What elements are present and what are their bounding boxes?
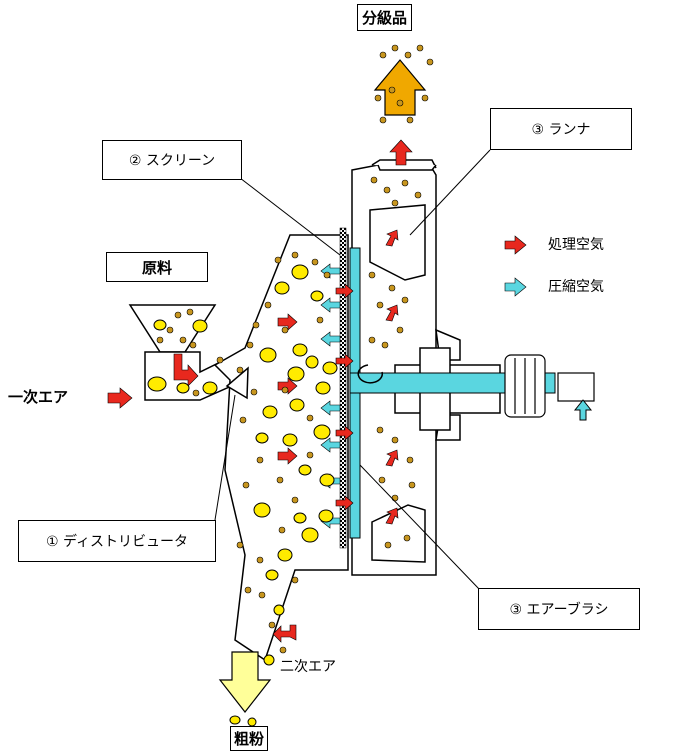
legend-process-air-label: 処理空気 [548,237,604,253]
primary-air-label: 一次エア [8,388,69,406]
secondary-air-label: 二次エア [280,659,336,675]
screen-callout: ② スクリーン [102,140,242,180]
distributor-cone [225,366,249,400]
coarse-arrow [218,651,272,713]
product-label: 分級品 [357,4,413,31]
rotor-housing [351,159,501,576]
large-particles [147,264,338,727]
raw-material-label: 原料 [106,252,208,282]
coarse-powder-label: 粗粉 [230,726,269,751]
legend-compressed-air-label: 圧縮空気 [548,279,604,295]
runner-callout: ③ ランナ [490,108,632,150]
legend-compressed-air-arrow [504,277,527,297]
product-outlet [377,164,437,171]
leader-lines [214,149,491,591]
legend-process-air-arrow [504,235,527,255]
air-inlet-box [557,372,595,402]
rotation-symbol [357,364,383,384]
shaft [349,372,556,394]
process-air-arrows [107,139,413,643]
air-brush-callout: ③ エアーブラシ [478,588,640,630]
small-particles [156,44,434,654]
screen [339,227,347,549]
compressed-air-inlet-arrow [573,399,593,421]
distributor-callout: ① ディストリビュータ [18,520,216,562]
product-arrow [373,59,427,116]
pulley [504,354,546,418]
